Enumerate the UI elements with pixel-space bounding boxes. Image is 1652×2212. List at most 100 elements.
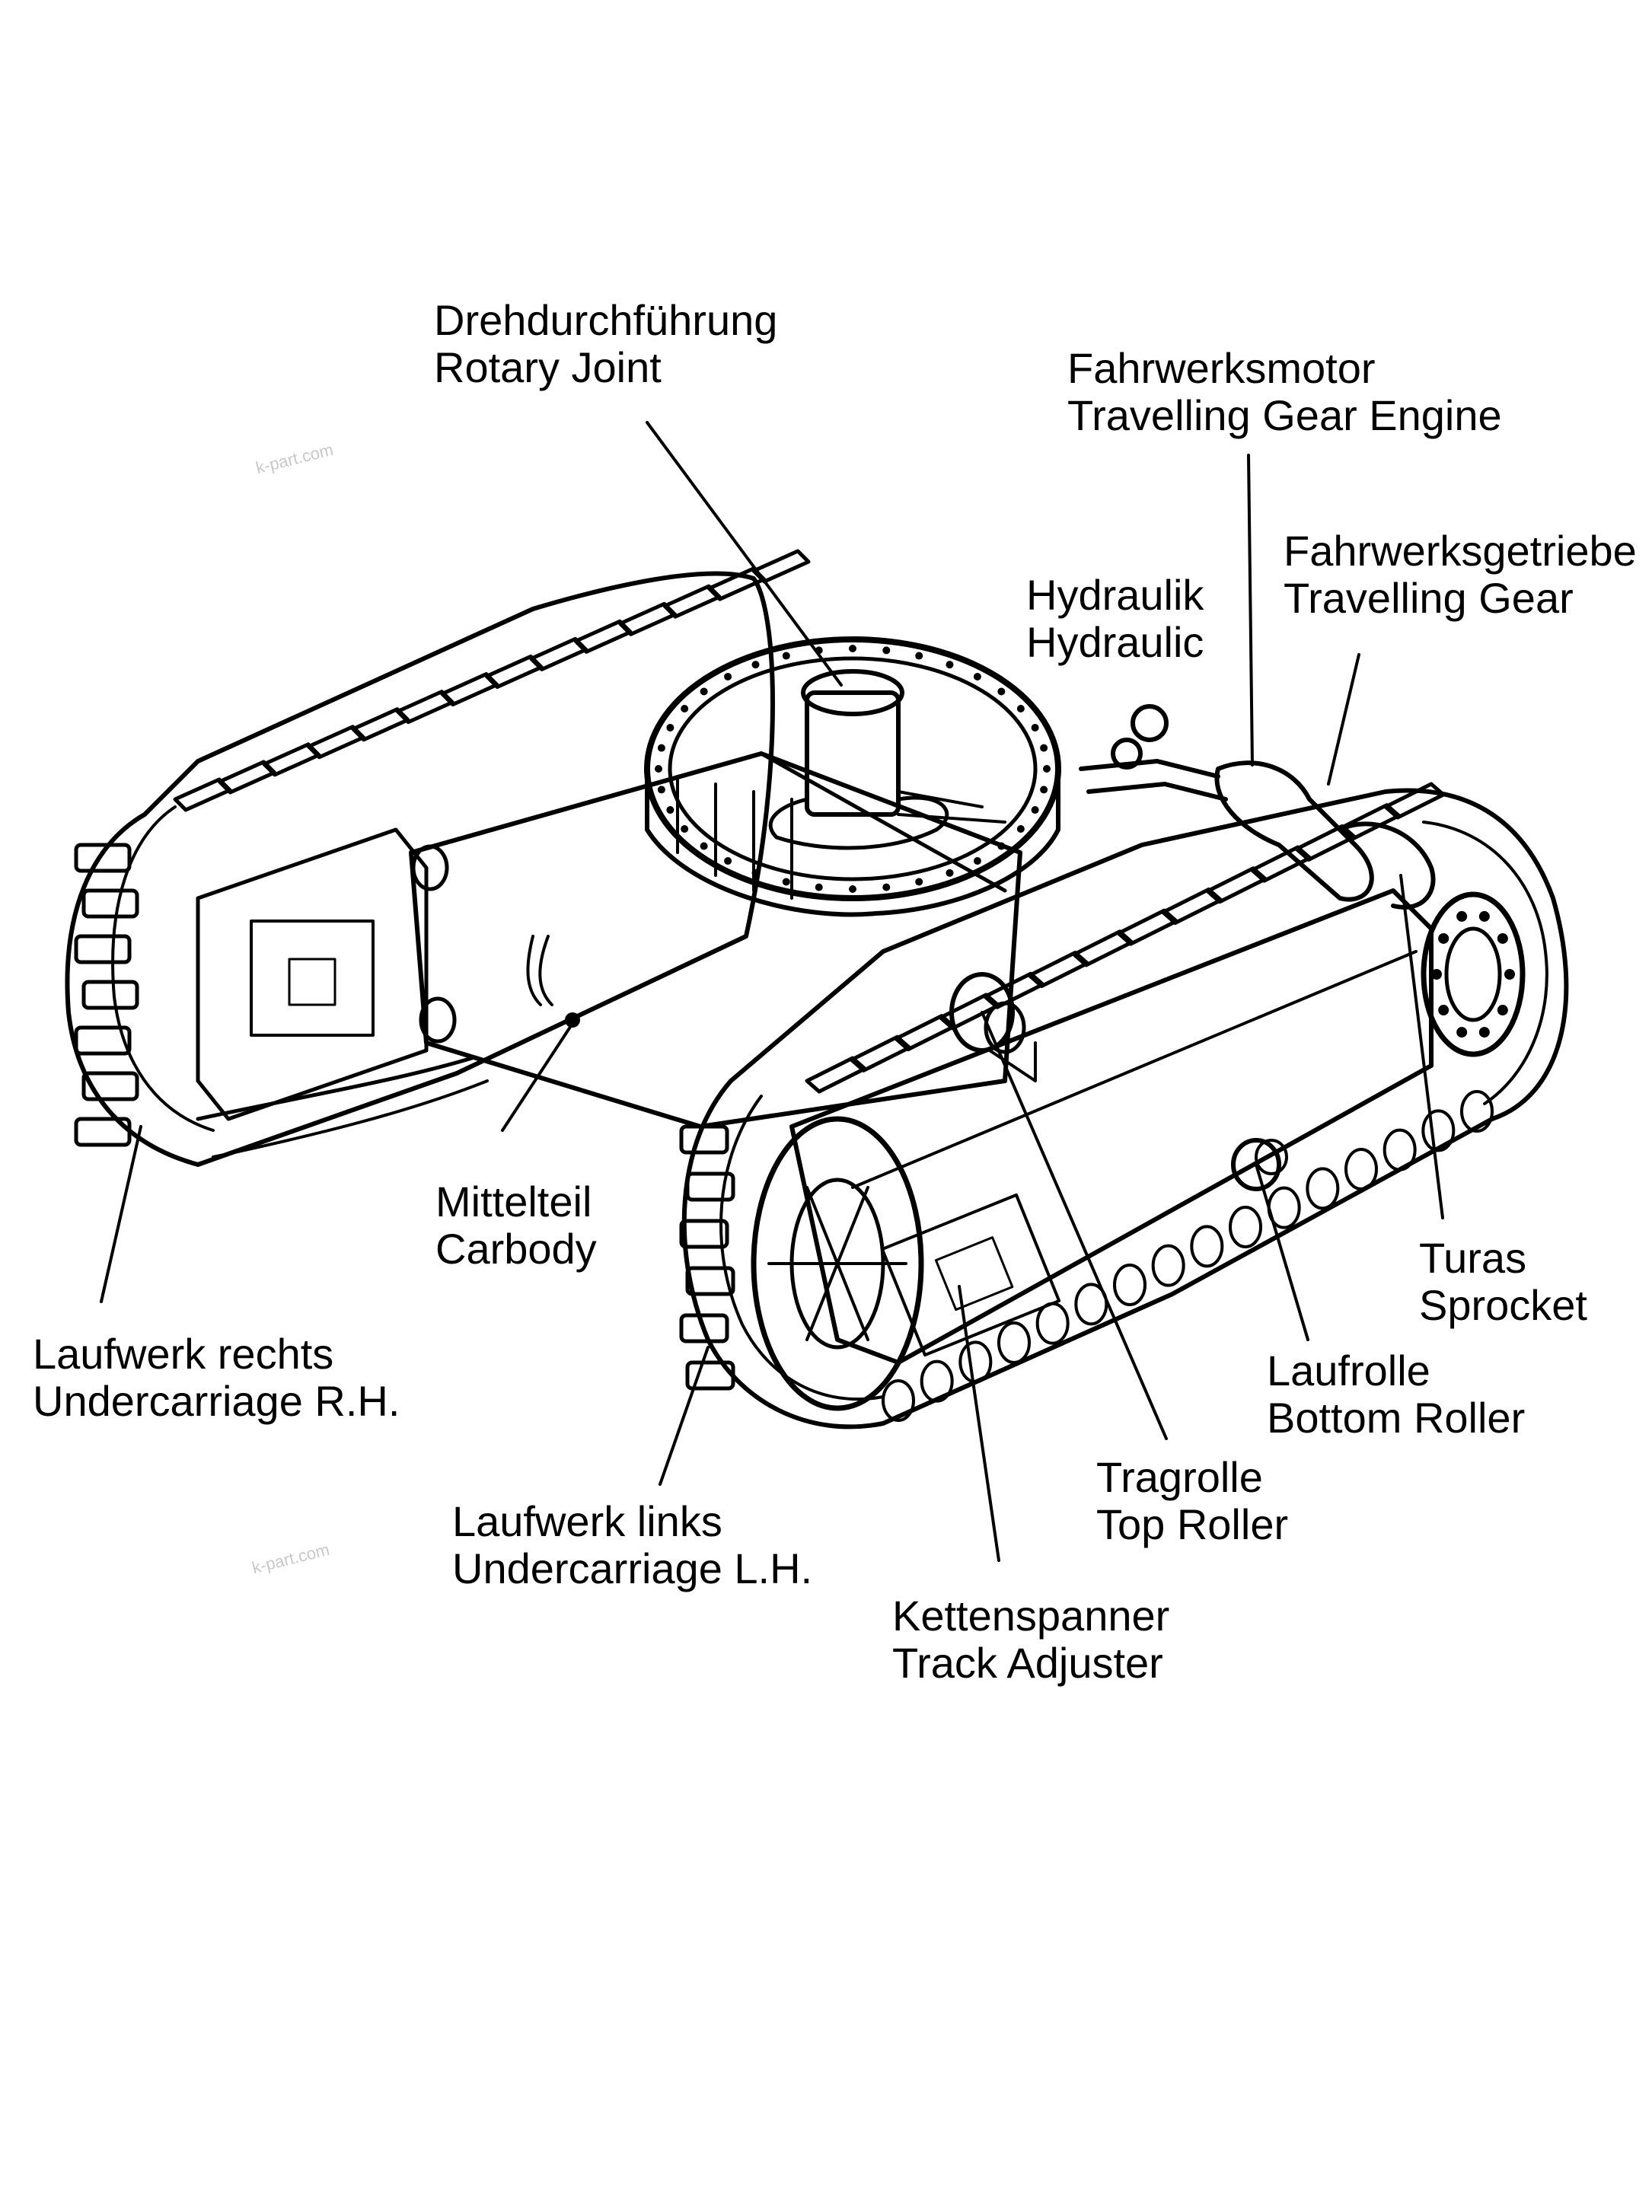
ring-bolt	[681, 825, 689, 833]
leader-top-roller	[981, 1011, 1168, 1440]
leader-carbody	[501, 1018, 576, 1132]
sprocket-bolt	[1456, 910, 1468, 922]
label-track-adjuster: Kettenspanner Track Adjuster	[892, 1592, 1169, 1687]
track-pad	[679, 1219, 729, 1249]
label-de: Kettenspanner	[892, 1592, 1170, 1640]
chain-link	[958, 1340, 993, 1384]
track-pad	[679, 1124, 729, 1155]
ring-bolt	[1016, 825, 1025, 833]
ring-bolt	[946, 661, 954, 669]
label-de: Laufwerk rechts	[33, 1330, 334, 1378]
chain-link	[1190, 1225, 1224, 1268]
rh-track-pads	[74, 549, 811, 1147]
ring-bolt	[1031, 723, 1039, 731]
ring-bolt	[997, 842, 1006, 850]
ring-bolt	[1040, 786, 1048, 794]
sprocket-bolt	[1478, 1027, 1490, 1038]
chain-link	[1421, 1109, 1456, 1152]
label-de: Tragrolle	[1096, 1453, 1263, 1501]
ring-bolt	[915, 652, 923, 660]
ring-bolt	[849, 645, 856, 652]
label-en: Travelling Gear Engine	[1067, 391, 1502, 439]
ring-bolt	[882, 883, 891, 891]
ring-bolt	[724, 857, 732, 865]
label-de: Drehdurchführung	[434, 296, 778, 344]
chain-link	[997, 1321, 1031, 1364]
chain-link	[882, 1379, 915, 1422]
chain-link	[1344, 1148, 1378, 1190]
sprocket-bolt	[1438, 932, 1449, 944]
ring-bolt	[973, 672, 981, 680]
track-pad	[679, 1313, 729, 1343]
track-pad	[1383, 782, 1446, 820]
label-carbody: Mittelteil Carbody	[435, 1178, 597, 1273]
label-en: Sprocket	[1419, 1281, 1587, 1329]
leader-rotary-joint	[646, 421, 843, 687]
label-bottom-roller: Laufrolle Bottom Roller	[1267, 1347, 1525, 1442]
ring-bolt	[657, 744, 665, 752]
label-en: Top Roller	[1096, 1500, 1289, 1548]
track-pad	[81, 980, 139, 1010]
label-de: Mittelteil	[435, 1178, 592, 1226]
track-pad	[74, 1025, 132, 1056]
ring-bolts	[655, 645, 1051, 893]
label-en: Undercarriage R.H.	[33, 1377, 400, 1425]
sprocket-bolt	[1478, 910, 1490, 922]
label-de: Fahrwerksgetriebe	[1284, 527, 1637, 575]
chain-link	[1113, 1264, 1147, 1306]
ring-bolt	[997, 687, 1006, 696]
leader-track-adjuster	[958, 1285, 1000, 1562]
label-de: Fahrwerksmotor	[1067, 344, 1376, 392]
ring-bolt	[882, 646, 891, 655]
leader-sprocket	[1399, 874, 1444, 1219]
leader-bottom-roller	[1255, 1163, 1309, 1341]
label-en: Track Adjuster	[892, 1639, 1163, 1687]
track-pad	[81, 1071, 139, 1101]
sprocket-bolt	[1431, 969, 1442, 980]
sprocket-bolts	[1431, 910, 1515, 1038]
rotary-joint-drawing	[768, 669, 1006, 850]
label-en: Undercarriage L.H.	[452, 1544, 813, 1592]
track-pad	[685, 1360, 735, 1391]
track-pad	[81, 888, 139, 919]
label-de: Laufrolle	[1267, 1347, 1430, 1394]
ring-bolt	[681, 705, 689, 712]
leader-lines	[100, 421, 1444, 1562]
track-pad	[74, 1117, 132, 1147]
ring-bolt	[782, 652, 790, 660]
slewing-ring	[644, 636, 1061, 917]
chain-link	[920, 1359, 954, 1403]
label-en: Hydraulic	[1026, 618, 1204, 666]
chain-link	[1151, 1244, 1185, 1287]
label-hydraulic: Hydraulik Hydraulic	[1026, 572, 1204, 666]
carbody-drawing	[409, 751, 1022, 1129]
label-undercarriage-lh: Laufwerk links Undercarriage L.H.	[452, 1498, 812, 1592]
label-de: Hydraulik	[1026, 571, 1204, 619]
label-travelling-gear: Fahrwerksgetriebe Travelling Gear	[1284, 528, 1637, 622]
label-en: Carbody	[435, 1225, 597, 1273]
label-travelling-gear-engine: Fahrwerksmotor Travelling Gear Engine	[1067, 345, 1502, 439]
track-pad	[685, 1171, 735, 1202]
ring-bolt	[973, 857, 981, 865]
label-en: Bottom Roller	[1267, 1394, 1526, 1442]
ring-bolt	[1043, 765, 1051, 773]
chain-link	[1383, 1128, 1417, 1171]
ring-bolt	[666, 723, 675, 731]
ring-bolt	[915, 878, 923, 886]
leader-travelling-gear-engine	[1247, 454, 1254, 767]
label-en: Rotary Joint	[434, 343, 662, 391]
track-pad	[685, 1266, 735, 1296]
leader-undercarriage-lh	[659, 1346, 710, 1486]
ring-bolt	[946, 869, 954, 877]
label-rotary-joint: Drehdurchführung Rotary Joint	[434, 297, 777, 391]
chain-link	[1229, 1206, 1262, 1248]
sprocket-bolt	[1497, 932, 1508, 944]
label-undercarriage-rh: Laufwerk rechts Undercarriage R.H.	[33, 1331, 400, 1425]
ring-bolt	[782, 878, 790, 886]
ring-bolt	[666, 806, 675, 814]
track-pad	[74, 843, 132, 873]
sprocket-bolt	[1456, 1027, 1468, 1038]
label-de: Laufwerk links	[452, 1497, 722, 1545]
